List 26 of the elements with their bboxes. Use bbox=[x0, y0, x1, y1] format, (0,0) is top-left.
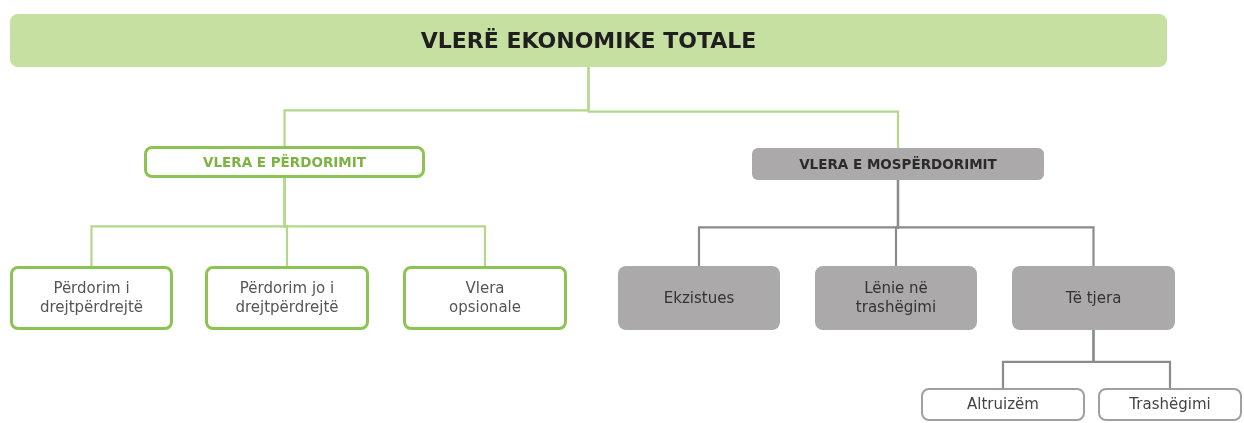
title-banner bbox=[10, 14, 1167, 67]
connector-line bbox=[587, 67, 900, 148]
node-label: VLERA E PËRDORIMIT bbox=[202, 153, 367, 171]
node-label: VLERË EKONOMIKE TOTALE bbox=[419, 26, 758, 55]
category-box bbox=[815, 266, 977, 330]
category-box bbox=[752, 148, 1044, 180]
category-box bbox=[618, 266, 780, 330]
node-label: Trashëgimi bbox=[1128, 395, 1212, 414]
category-box bbox=[403, 266, 567, 330]
connector-line bbox=[1092, 330, 1172, 388]
connector-line bbox=[896, 180, 1095, 266]
category-box bbox=[1098, 388, 1242, 421]
node-label: Përdorim i drejtpërdrejtë bbox=[38, 279, 145, 317]
category-box bbox=[1012, 266, 1175, 330]
node-label: Altruizëm bbox=[966, 395, 1040, 414]
node-label: Vlera opsionale bbox=[448, 279, 522, 317]
connector-line bbox=[283, 178, 487, 266]
node-label: Të tjera bbox=[1064, 288, 1123, 308]
category-box bbox=[10, 266, 173, 330]
category-box bbox=[144, 146, 425, 178]
category-box bbox=[921, 388, 1085, 421]
node-label: Lënie në trashëgimi bbox=[854, 279, 938, 317]
node-label: Ekzistues bbox=[662, 288, 736, 308]
node-label: Përdorim jo i drejtpërdrejtë bbox=[234, 279, 340, 317]
category-box bbox=[205, 266, 369, 330]
node-label: VLERA E MOSPËRDORIMIT bbox=[798, 155, 998, 173]
